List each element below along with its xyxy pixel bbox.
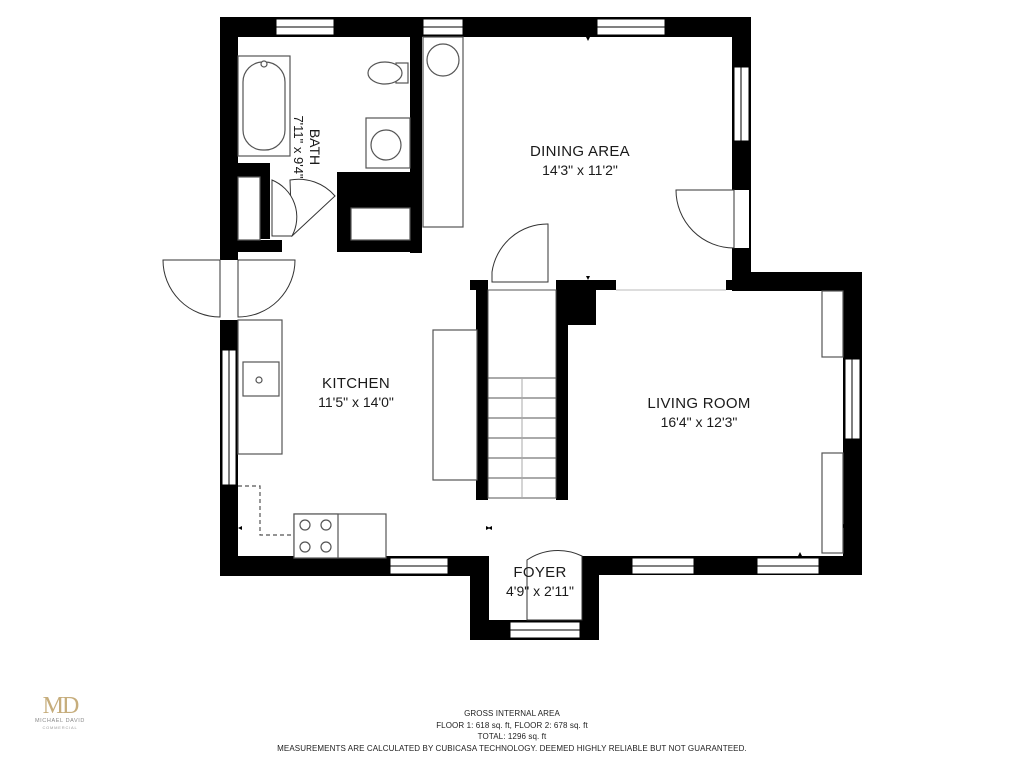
logo-sub: COMMERCIAL: [42, 725, 78, 730]
area-title: GROSS INTERNAL AREA: [464, 709, 560, 718]
brand-logo: MD MICHAEL DAVID COMMERCIAL: [30, 694, 90, 731]
room-label-foyer: FOYER 4'9" x 2'11": [490, 564, 590, 600]
room-label-bath: BATH 7'11" x 9'4": [291, 112, 323, 182]
logo-mark: MD: [42, 693, 80, 719]
room-name: FOYER: [513, 564, 567, 581]
room-dims: 4'9" x 2'11": [506, 582, 574, 599]
room-name: DINING AREA: [530, 143, 630, 160]
room-dims: 14'3" x 11'2": [542, 161, 618, 178]
logo-name: MICHAEL DAVID: [35, 718, 85, 724]
windows: [221, 18, 861, 639]
room-label-living: LIVING ROOM 16'4" x 12'3": [634, 395, 764, 431]
room-dims: 7'11" x 9'4": [291, 115, 307, 179]
area-floors: FLOOR 1: 618 sq. ft, FLOOR 2: 678 sq. ft: [436, 720, 588, 730]
room-name: BATH: [307, 128, 323, 166]
bath-fixtures: [237, 36, 464, 241]
room-dims: 11'5" x 14'0": [318, 393, 394, 410]
measure-markers: [238, 37, 847, 556]
doors: [162, 178, 735, 621]
kitchen-fixtures: [237, 319, 478, 559]
room-name: LIVING ROOM: [647, 395, 751, 412]
room-label-dining: DINING AREA 14'3" x 11'2": [520, 143, 640, 179]
living-fixtures: [821, 290, 844, 554]
area-disclaimer: MEASUREMENTS ARE CALCULATED BY CUBICASA …: [277, 743, 747, 753]
room-label-kitchen: KITCHEN 11'5" x 14'0": [296, 375, 416, 411]
room-dims: 16'4" x 12'3": [660, 413, 738, 430]
interior-walls: [220, 17, 746, 500]
area-total: TOTAL: 1296 sq. ft: [477, 732, 547, 742]
room-name: KITCHEN: [322, 375, 390, 392]
stairs: [487, 289, 557, 499]
area-summary: GROSS INTERNAL AREA FLOOR 1: 618 sq. ft,…: [262, 708, 762, 754]
